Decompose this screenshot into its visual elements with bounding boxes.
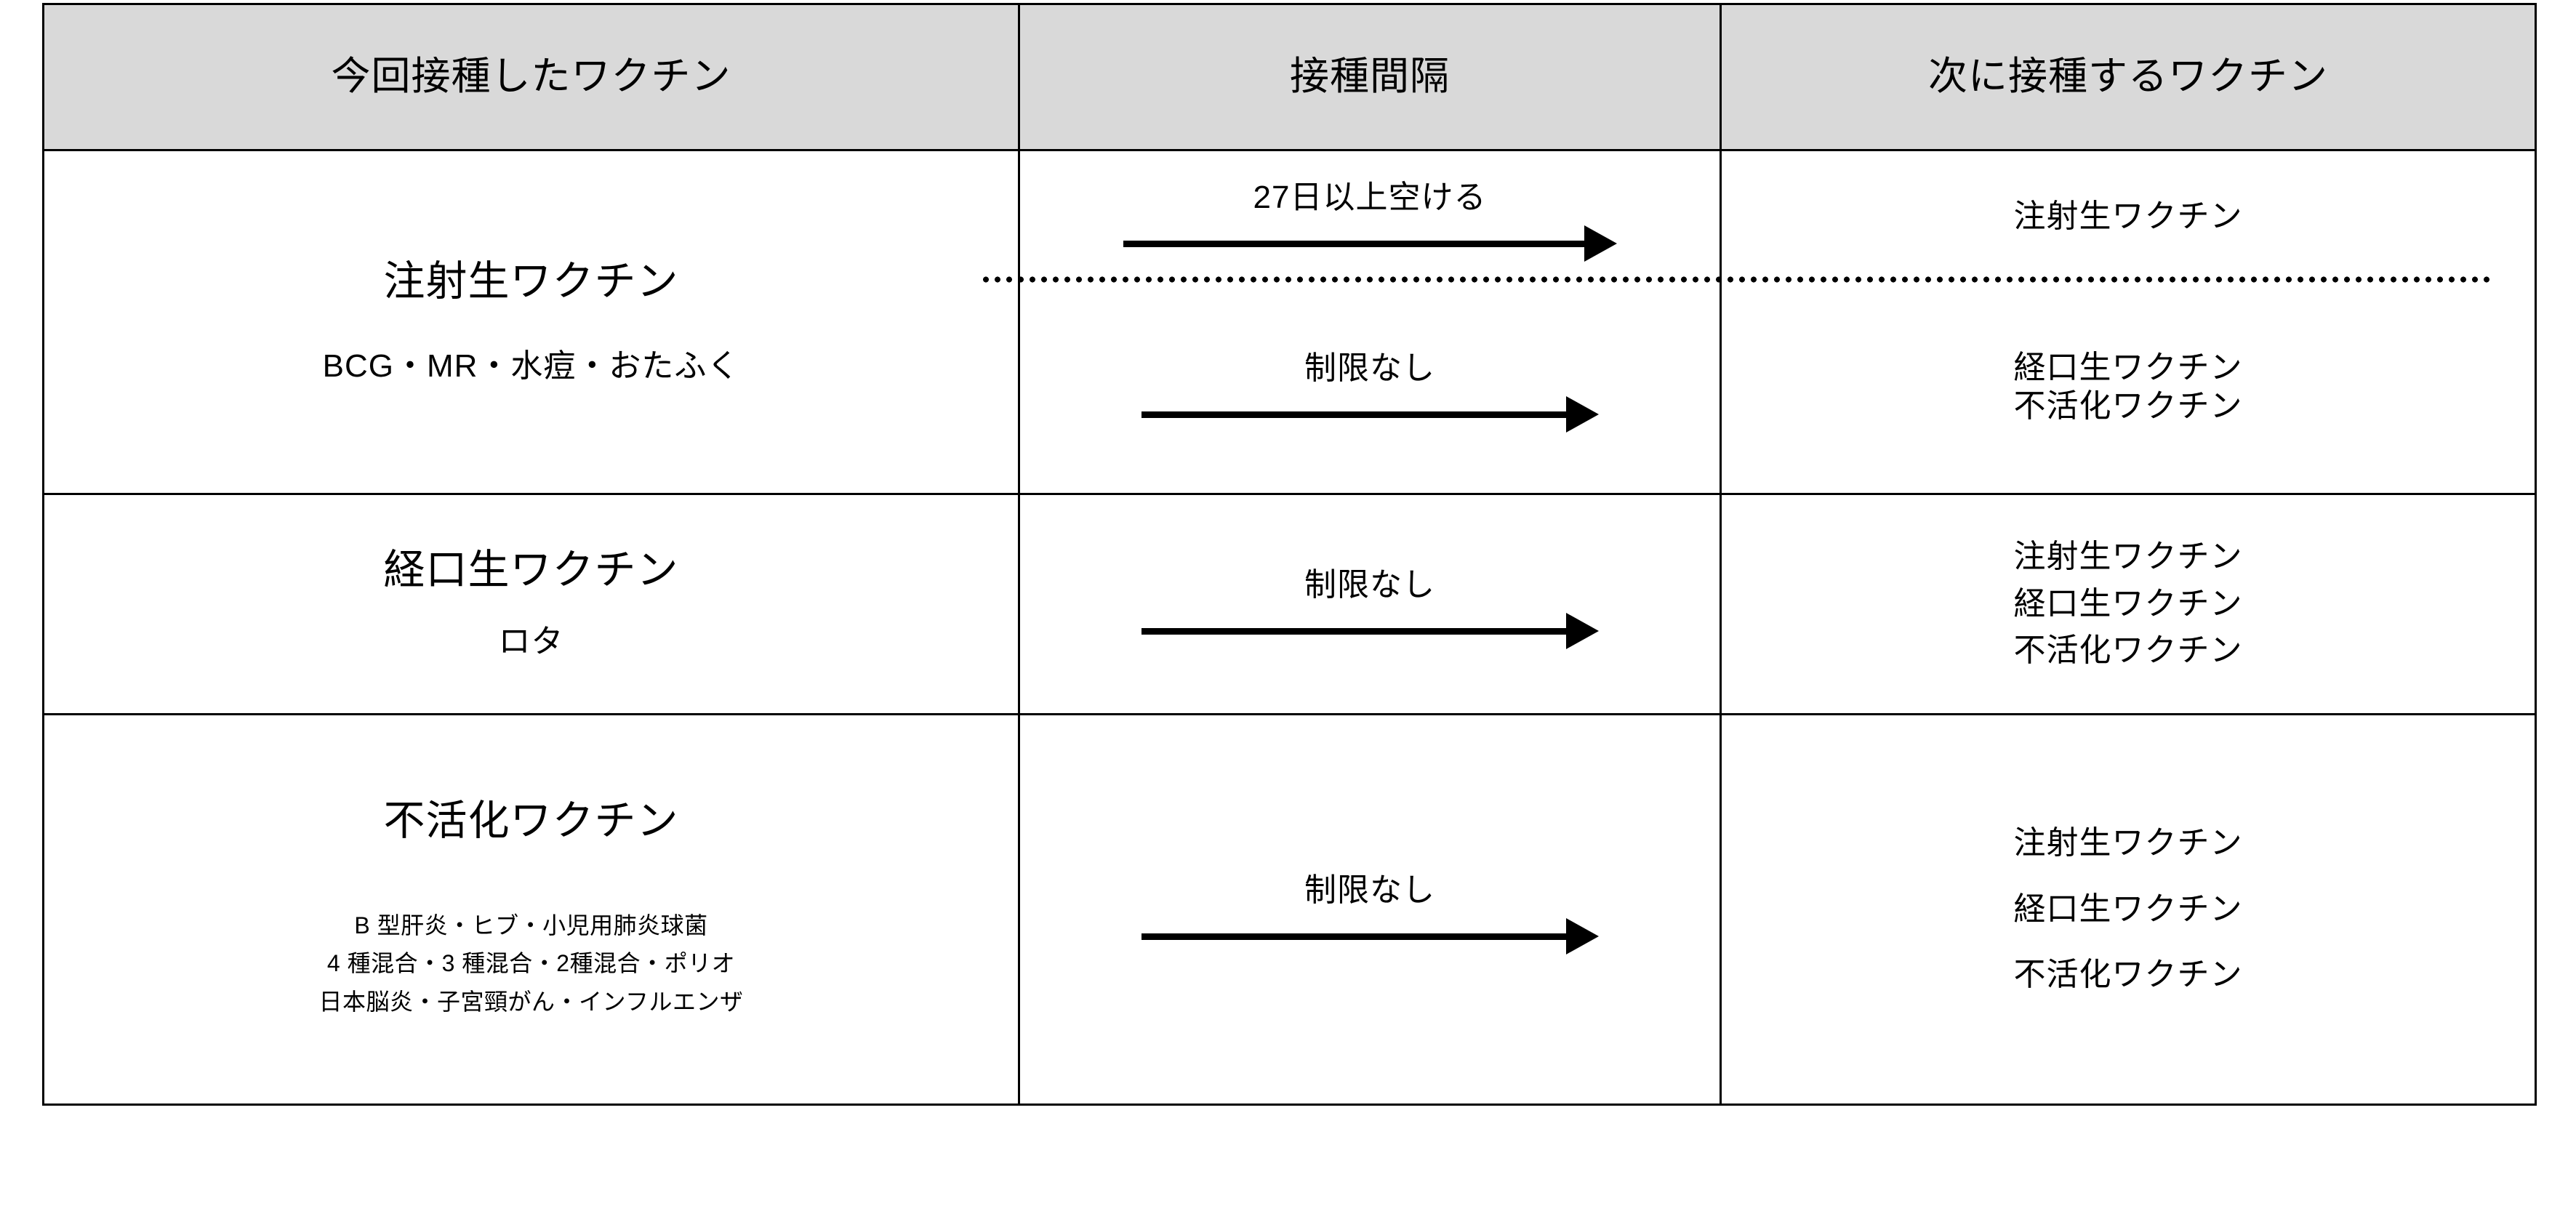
row-3-next-vaccine-2: 経口生ワクチン	[2013, 891, 2243, 927]
row-3-next-vaccine-cell: 注射生ワクチン 経口生ワクチン 不活化ワクチン	[1720, 713, 2537, 1106]
row-2-next-vaccine-content: 注射生ワクチン 経口生ワクチン 不活化ワクチン	[1722, 495, 2535, 713]
row-1-next-vaccine-2: 経口生ワクチン	[2013, 350, 2243, 386]
table-row: 経口生ワクチン ロタ 制限なし 注射生ワクチン 経口生ワクチン 不活化ワ	[42, 493, 2537, 715]
row-2-next-vaccine-1: 注射生ワクチン	[2013, 538, 2243, 574]
row-2-vaccine-title: 経口生ワクチン	[383, 546, 679, 593]
row-3-vaccine-title: 不活化ワクチン	[383, 797, 679, 845]
row-1-interval-1-label: 27日以上空ける	[1253, 179, 1487, 215]
row-2-current-vaccine-cell: 経口生ワクチン ロタ	[42, 493, 1020, 715]
table-header-row: 今回接種したワクチン 接種間隔 次に接種するワクチン	[42, 3, 2537, 151]
column-header-next-vaccine: 次に接種するワクチン	[1720, 3, 2537, 151]
row-3-vaccine-examples: B 型肝炎・ヒブ・小児用肺炎球菌 4 種混合・3 種混合・2種混合・ポリオ 日本…	[318, 907, 743, 1021]
row-2-next-vaccine-3: 不活化ワクチン	[2013, 632, 2243, 669]
arrow-head	[1565, 918, 1599, 955]
row-1-current-vaccine-content: 注射生ワクチン BCG・MR・水痘・おたふく	[44, 151, 1018, 493]
dotted-divider-line	[980, 276, 2492, 283]
row-3-next-vaccine-3: 不活化ワクチン	[2013, 957, 2243, 993]
row-1-next-vaccine-3: 不活化ワクチン	[2013, 388, 2243, 424]
row-3-vaccine-examples-line-1: B 型肝炎・ヒブ・小児用肺炎球菌	[354, 912, 708, 938]
row-1-interval-2-label: 制限なし	[1304, 350, 1435, 386]
row-2-current-vaccine-content: 経口生ワクチン ロタ	[44, 495, 1018, 713]
row-2-interval-content: 制限なし	[1020, 495, 1720, 713]
row-2-next-vaccine-2: 経口生ワクチン	[2013, 585, 2243, 622]
row-3-current-vaccine-cell: 不活化ワクチン B 型肝炎・ヒブ・小児用肺炎球菌 4 種混合・3 種混合・2種混…	[42, 713, 1020, 1106]
arrow-head	[1584, 225, 1617, 262]
row-2-interval-cell: 制限なし	[1018, 493, 1722, 715]
table-row: 注射生ワクチン BCG・MR・水痘・おたふく 27日以上空ける 制限なし	[42, 149, 2537, 495]
row-3-current-vaccine-content: 不活化ワクチン B 型肝炎・ヒブ・小児用肺炎球菌 4 種混合・3 種混合・2種混…	[44, 715, 1018, 1104]
arrow-shaft	[1141, 411, 1567, 418]
arrow-shaft	[1123, 240, 1585, 247]
row-3-next-vaccine-1: 注射生ワクチン	[2013, 824, 2243, 861]
row-3-vaccine-examples-line-3: 日本脳炎・子宮頸がん・インフルエンザ	[318, 989, 744, 1016]
right-arrow-icon	[1141, 396, 1599, 433]
column-header-next-vaccine-label: 次に接種するワクチン	[1928, 55, 2328, 99]
row-1-interval-option-1: 27日以上空ける	[1020, 151, 1720, 282]
row-3-interval-cell: 制限なし	[1018, 713, 1722, 1106]
column-header-current-vaccine-label: 今回接種したワクチン	[331, 55, 731, 99]
row-1-current-vaccine-cell: 注射生ワクチン BCG・MR・水痘・おたふく	[42, 149, 1020, 495]
arrow-shaft	[1141, 627, 1567, 635]
column-header-interval: 接種間隔	[1018, 3, 1722, 151]
row-1-vaccine-title: 注射生ワクチン	[383, 257, 679, 305]
table-row: 不活化ワクチン B 型肝炎・ヒブ・小児用肺炎球菌 4 種混合・3 種混合・2種混…	[42, 713, 2537, 1106]
row-3-vaccine-examples-line-2: 4 種混合・3 種混合・2種混合・ポリオ	[326, 950, 736, 977]
row-3-next-vaccine-content: 注射生ワクチン 経口生ワクチン 不活化ワクチン	[1722, 715, 2535, 1104]
column-header-current-vaccine: 今回接種したワクチン	[42, 3, 1020, 151]
right-arrow-icon	[1123, 225, 1617, 262]
vaccination-interval-table: 今回接種したワクチン 接種間隔 次に接種するワクチン 注射生ワクチン BCG・M…	[42, 3, 2537, 1106]
row-1-interval-content: 27日以上空ける 制限なし	[1020, 151, 1720, 493]
arrow-head	[1565, 613, 1599, 650]
row-3-interval-content: 制限なし	[1020, 715, 1720, 1104]
row-1-vaccine-examples: BCG・MR・水痘・おたふく	[322, 348, 740, 385]
row-1-next-group-1: 注射生ワクチン	[1722, 151, 2535, 282]
row-1-interval-cell: 27日以上空ける 制限なし	[1018, 149, 1722, 495]
column-header-interval-label: 接種間隔	[1290, 55, 1450, 99]
row-2-next-vaccine-cell: 注射生ワクチン 経口生ワクチン 不活化ワクチン	[1720, 493, 2537, 715]
arrow-head	[1565, 396, 1599, 433]
row-1-interval-option-2: 制限なし	[1020, 282, 1720, 493]
row-3-interval-label: 制限なし	[1304, 872, 1435, 908]
row-1-next-group-2: 経口生ワクチン 不活化ワクチン	[1722, 282, 2535, 493]
row-2-interval-label: 制限なし	[1304, 566, 1435, 603]
row-1-next-vaccine-content: 注射生ワクチン 経口生ワクチン 不活化ワクチン	[1722, 151, 2535, 493]
row-1-next-vaccine-cell: 注射生ワクチン 経口生ワクチン 不活化ワクチン	[1720, 149, 2537, 495]
row-2-vaccine-examples: ロタ	[498, 624, 564, 660]
right-arrow-icon	[1141, 613, 1599, 650]
arrow-shaft	[1141, 933, 1567, 940]
row-1-next-vaccine-1: 注射生ワクチン	[2013, 198, 2243, 234]
right-arrow-icon	[1141, 918, 1599, 955]
